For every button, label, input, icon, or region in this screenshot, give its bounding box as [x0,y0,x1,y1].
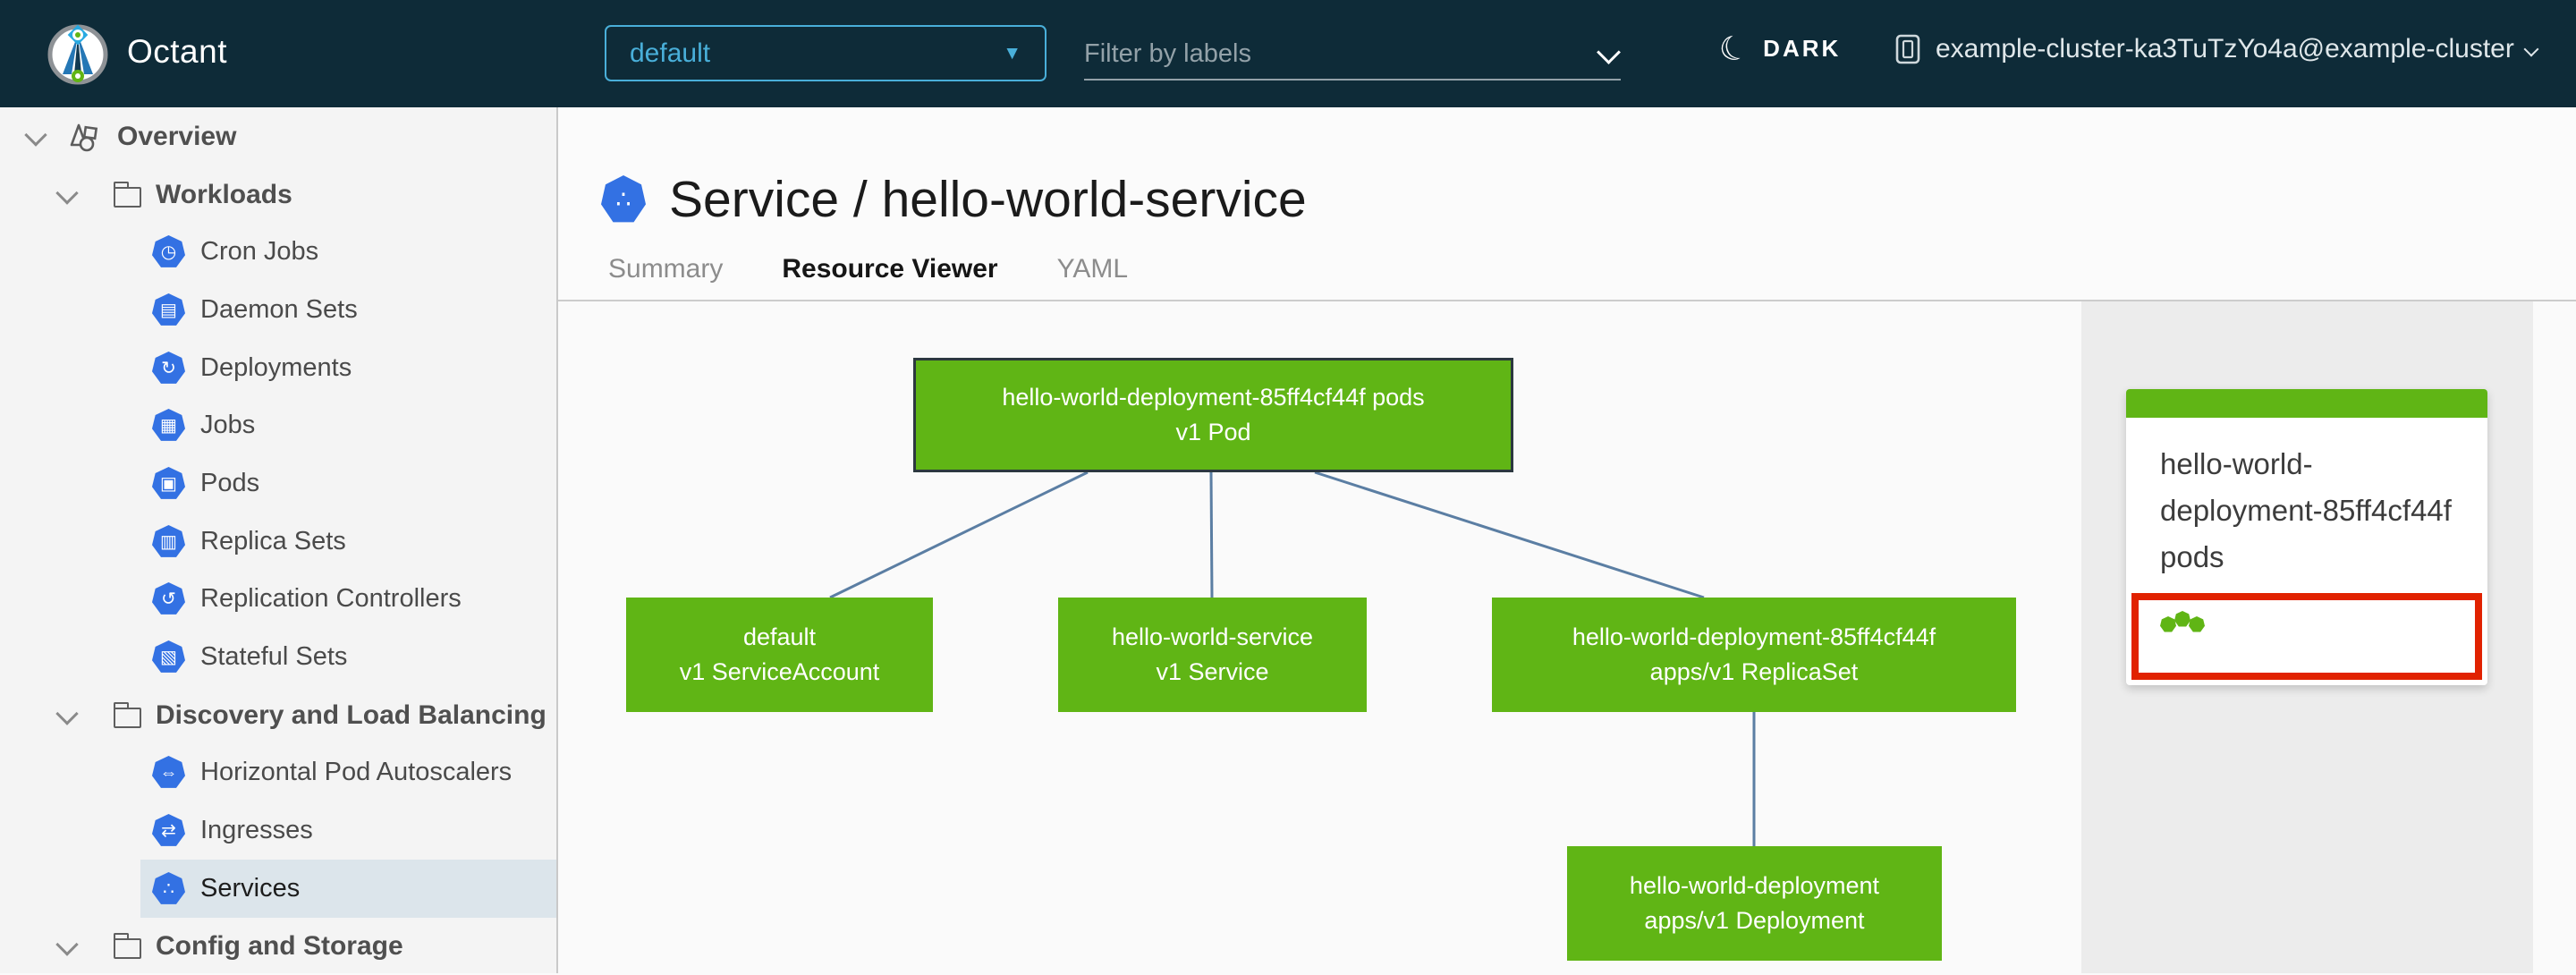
chevron-down-icon[interactable] [24,125,47,148]
theme-toggle-label: DARK [1763,35,1842,62]
sidebar-item-pods[interactable]: ▣ Pods [0,454,556,513]
ingresses-icon: ⇄ [152,814,185,846]
resource-graph: hello-world-deployment-85ff4cf44f pods v… [558,301,2081,973]
octant-logo [47,24,108,85]
page-title-row: ∴ Service / hello-world-service [601,170,1307,229]
graph-node-serviceaccount[interactable]: default v1 ServiceAccount [626,598,933,712]
sidebar: Overview Workloads ◷ Cron Jobs ▤ Daemon … [0,107,558,973]
sidebar-item-discovery-and-load-balancing[interactable]: Discovery and Load Balancing [0,686,556,744]
pod-ok-dot [2189,616,2205,632]
page-title: Service / hello-world-service [669,171,1307,228]
sidebar-item-services[interactable]: ∴ Services [0,860,556,918]
pod-ok-dot [2174,611,2190,627]
moon-icon: ☾ [1714,26,1754,72]
deployments-icon: ↻ [152,352,185,384]
theme-toggle-button[interactable]: ☾ DARK [1714,27,1842,71]
folder-icon [113,932,141,959]
sidebar-item-ingresses[interactable]: ⇄ Ingresses [0,801,556,860]
caret-down-icon: ▼ [1003,42,1021,64]
sidebar-item-deployments[interactable]: ↻ Deployments [0,339,556,397]
tab-divider [558,300,2576,301]
main-content: ∴ Service / hello-world-service Summary … [558,107,2576,973]
pod-status-dots [2160,611,2475,632]
cluster-label: example-cluster-ka3TuTzYo4a@example-clus… [1936,34,2514,64]
replication-controllers-icon: ↺ [152,582,185,615]
service-icon: ∴ [601,175,646,223]
tab-yaml[interactable]: YAML [1056,254,1129,284]
sidebar-item-overview[interactable]: Overview [0,107,556,165]
replica-sets-icon: ▥ [152,525,185,557]
overview-icon [70,123,98,151]
chevron-down-icon[interactable] [55,704,79,727]
tab-bar: Summary Resource Viewer YAML [606,252,1185,310]
graph-node-replicaset[interactable]: hello-world-deployment-85ff4cf44f apps/v… [1492,598,2016,712]
graph-node-pod[interactable]: hello-world-deployment-85ff4cf44f pods v… [913,358,1513,472]
folder-icon [113,181,141,208]
graph-node-service[interactable]: hello-world-service v1 Service [1058,598,1367,712]
sidebar-item-config-and-storage[interactable]: Config and Storage [0,917,556,975]
sidebar-item-workloads[interactable]: Workloads [0,165,556,224]
pod-ok-dot [2160,616,2176,632]
cluster-icon [1895,34,1920,64]
daemon-sets-icon: ▤ [152,293,185,326]
sidebar-item-replica-sets[interactable]: ▥ Replica Sets [0,513,556,571]
horizontal-pod-autoscalers-icon: ⇔ [152,756,185,788]
app-title: Octant [127,33,227,70]
pods-icon: ▣ [152,467,185,499]
cron-jobs-icon: ◷ [152,235,185,267]
chevron-down-icon[interactable] [55,183,79,207]
detail-panel: hello-world-deployment-85ff4cf44f pods [2081,301,2533,973]
label-filter [1084,29,1621,81]
tab-resource-viewer[interactable]: Resource Viewer [780,252,1000,310]
graph-edges [829,471,1756,846]
status-bar-healthy [2126,389,2487,418]
chevron-down-icon[interactable] [55,935,79,958]
sidebar-item-jobs[interactable]: ▦ Jobs [0,396,556,454]
pod-status-highlight[interactable] [2131,593,2482,680]
sidebar-item-replication-controllers[interactable]: ↺ Replication Controllers [0,570,556,628]
resource-detail-card: hello-world-deployment-85ff4cf44f pods [2126,389,2487,685]
stateful-sets-icon: ▧ [152,640,185,673]
services-icon: ∴ [152,872,185,904]
namespace-value: default [630,38,711,68]
graph-node-deployment[interactable]: hello-world-deployment apps/v1 Deploymen… [1567,846,1942,961]
sidebar-item-cron-jobs[interactable]: ◷ Cron Jobs [0,223,556,281]
sidebar-item-horizontal-pod-autoscalers[interactable]: ⇔ Horizontal Pod Autoscalers [0,743,556,801]
folder-icon [113,701,141,728]
panel-gutter [2533,301,2576,973]
app-header: Octant default ▼ ☾ DARK example-cluster-… [0,0,2576,107]
cluster-selector[interactable]: example-cluster-ka3TuTzYo4a@example-clus… [1894,32,2541,66]
chevron-down-icon[interactable] [1597,42,1621,65]
namespace-selector[interactable]: default ▼ [605,25,1046,81]
chevron-down-icon [2523,43,2541,61]
sidebar-item-daemon-sets[interactable]: ▤ Daemon Sets [0,281,556,339]
sidebar-item-stateful-sets[interactable]: ▧ Stateful Sets [0,628,556,686]
jobs-icon: ▦ [152,409,185,441]
filter-by-labels-input[interactable] [1084,38,1597,69]
card-title: hello-world-deployment-85ff4cf44f pods [2160,447,2452,573]
tab-summary[interactable]: Summary [608,254,724,284]
